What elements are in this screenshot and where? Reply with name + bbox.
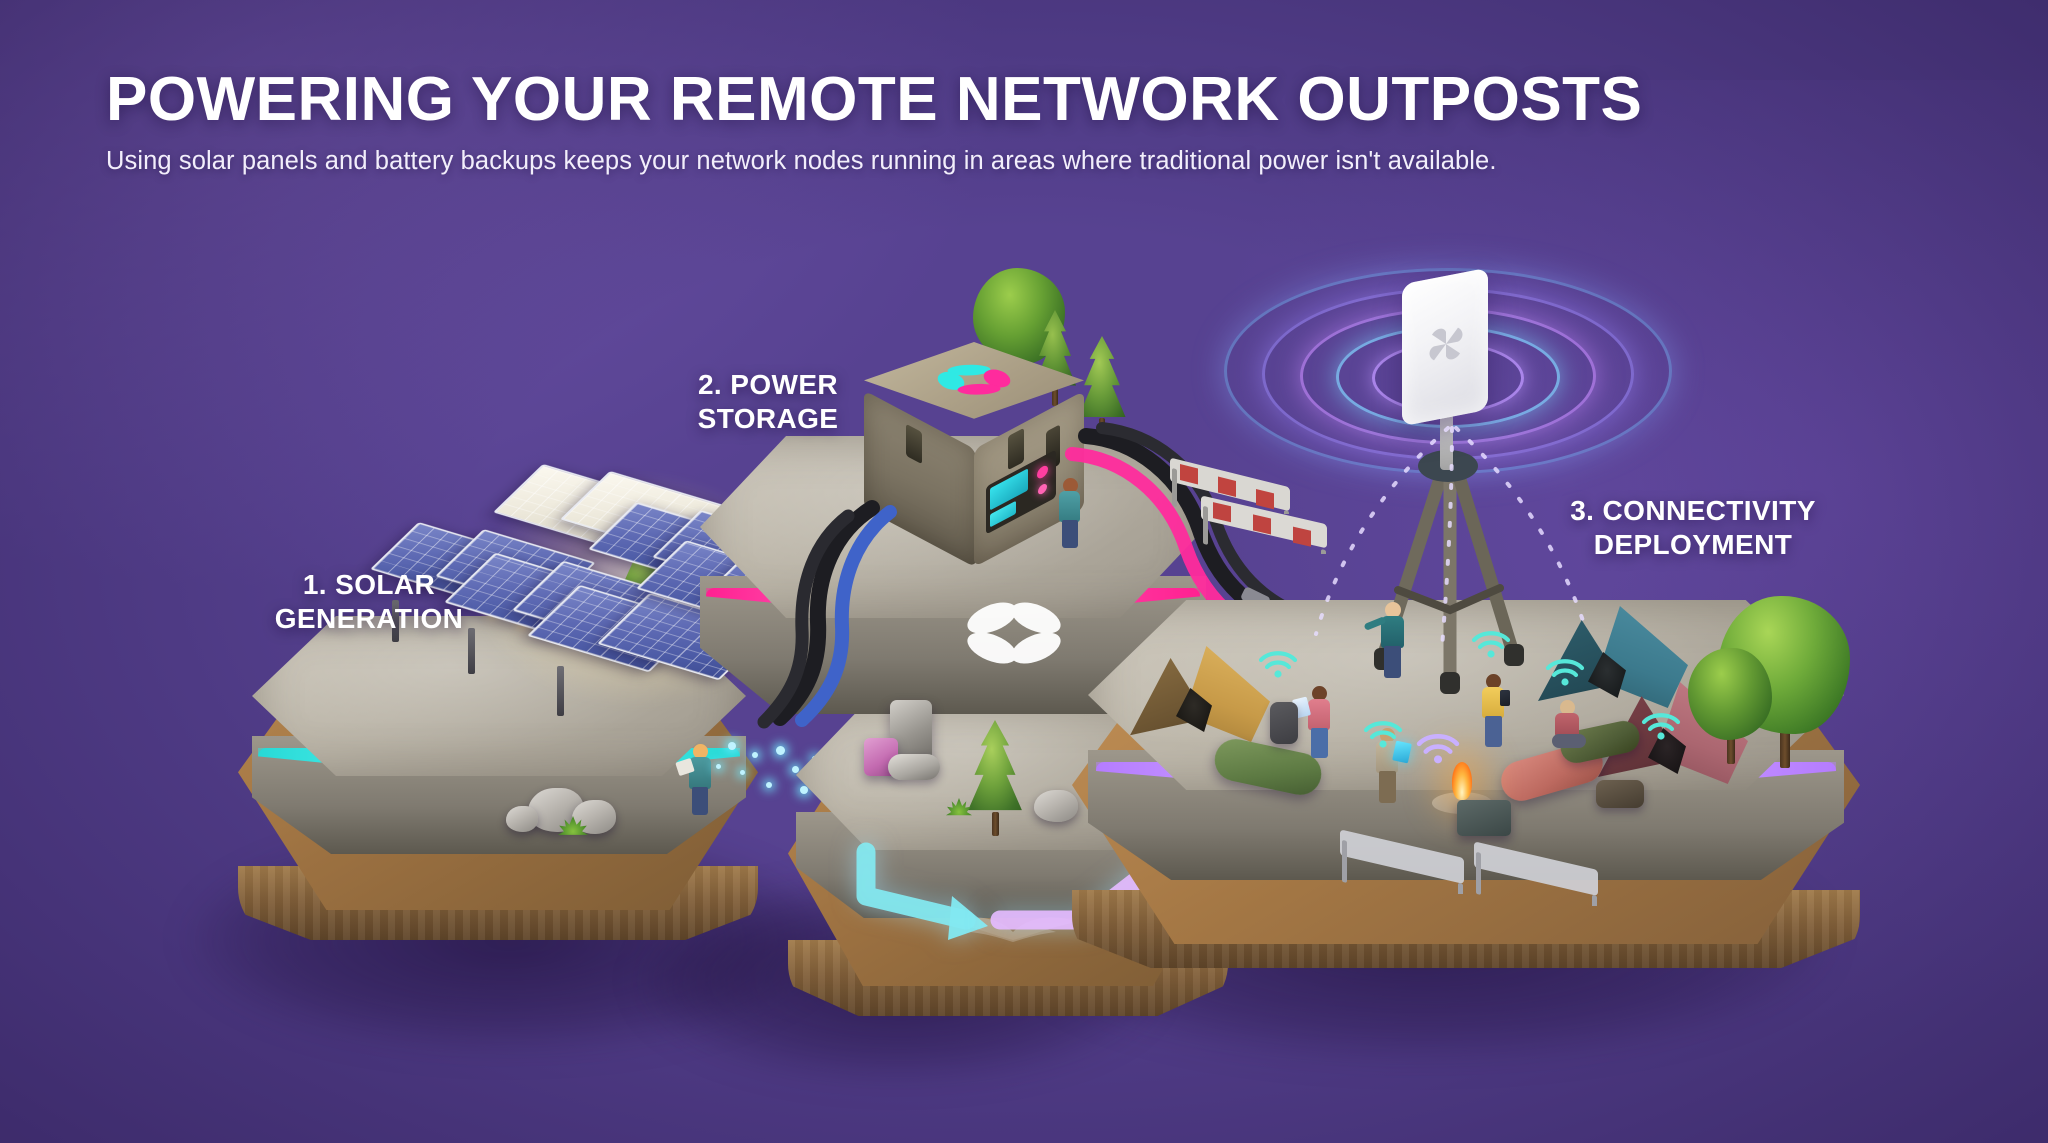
tree-trunk (1727, 732, 1735, 764)
camper-tablet-beige-legs (1379, 771, 1396, 803)
safety-barrier-front-1 (1340, 830, 1464, 894)
camper-phone-yellow-body (1482, 687, 1504, 718)
technician-body (689, 757, 711, 789)
camper-phone-yellow-head (1486, 674, 1501, 689)
technician-head (693, 744, 708, 759)
broadleaf-tree-right-small (1688, 648, 1772, 764)
rock-small (506, 806, 538, 832)
camper-tablet-pink-head (1312, 686, 1327, 701)
solar-technician[interactable] (675, 744, 715, 820)
wifi-icon-1 (1258, 651, 1298, 678)
equipment-cylinder (888, 754, 940, 780)
technician-legs (692, 787, 708, 815)
energy-dot-1 (728, 742, 736, 750)
camper-pointing-head (1385, 602, 1401, 618)
camper-pointing-legs (1384, 646, 1401, 678)
step-2-line-1: 2. POWER (697, 369, 839, 400)
wifi-icon-5 (1545, 659, 1585, 686)
tent-tan (1130, 640, 1270, 750)
tree-trunk (992, 812, 999, 836)
wifi-icon-6 (1641, 713, 1681, 740)
page-subtitle: Using solar panels and battery backups k… (106, 147, 1497, 176)
energy-dot-3 (776, 746, 785, 755)
antenna-mast (1440, 406, 1453, 470)
energy-dot-6 (766, 782, 772, 788)
step-1-line-2: GENERATION (274, 603, 464, 635)
wifi-icon-2 (1363, 721, 1403, 748)
solar-to-storage-arrow (856, 842, 988, 940)
camper-seated-legs (1552, 734, 1586, 748)
camper-seated-body (1555, 713, 1579, 737)
wifi-icon-3 (1416, 733, 1460, 764)
page-title: POWERING YOUR REMOTE NETWORK OUTPOSTS (106, 65, 1643, 134)
camper-pointing-body (1381, 616, 1404, 648)
gear-bag (1596, 780, 1644, 808)
tree-canopy (1688, 648, 1772, 740)
camper-tablet-beige[interactable] (1370, 728, 1412, 810)
energy-dot-4 (740, 770, 745, 775)
energy-dot-10 (716, 764, 721, 769)
step-label-solar-generation: 1. SOLAR GENERATION (264, 568, 474, 636)
equipment-crate (1457, 800, 1511, 836)
step-1-line-1: 1. SOLAR (302, 569, 436, 600)
camper-tablet-beige-body (1376, 741, 1398, 773)
step-label-power-storage: 2. POWER STORAGE (668, 368, 868, 436)
camper-tablet-pink[interactable] (1291, 686, 1336, 764)
camper-phone-yellow[interactable] (1476, 674, 1510, 754)
header: POWERING YOUR REMOTE NETWORK OUTPOSTS Us… (106, 65, 1966, 176)
energy-dot-5 (792, 766, 799, 773)
conifer-tree-connector (963, 720, 1027, 836)
x-pinwheel-icon (1429, 327, 1463, 361)
shrub-connector (946, 798, 972, 816)
energy-dot-2 (752, 752, 758, 758)
tree-trunk (1780, 720, 1790, 768)
backpack-orange (1270, 702, 1298, 744)
solar-panel-leg-c (557, 666, 564, 716)
camper-tablet-pink-legs (1311, 728, 1328, 758)
camper-seated-head (1560, 700, 1575, 715)
tent-teal (1538, 600, 1688, 716)
camper-pointing[interactable] (1363, 602, 1412, 684)
phone-device-1[interactable] (1500, 690, 1510, 706)
camper-tablet-pink-body (1308, 699, 1330, 730)
wireless-access-point[interactable] (1402, 267, 1488, 427)
step-3-line-2: DEPLOYMENT (1593, 529, 1793, 561)
safety-barrier-storage (1170, 458, 1290, 514)
step-label-connectivity-deployment: 3. CONNECTIVITY DEPLOYMENT (1548, 494, 1838, 562)
shrub-solar (558, 816, 588, 835)
signal-beams (1314, 426, 1588, 650)
step-2-line-2: STORAGE (697, 403, 839, 435)
rock-connector (1034, 790, 1078, 822)
safety-barrier-front-2 (1474, 842, 1598, 906)
step-3-line-1: 3. CONNECTIVITY (1570, 495, 1816, 526)
camper-phone-yellow-legs (1485, 716, 1502, 747)
energy-dot-8 (800, 786, 808, 794)
wifi-icon-4 (1471, 631, 1511, 658)
camper-seated[interactable] (1548, 700, 1588, 752)
campfire-flame (1452, 762, 1472, 800)
safety-barrier-upper (1201, 496, 1327, 554)
